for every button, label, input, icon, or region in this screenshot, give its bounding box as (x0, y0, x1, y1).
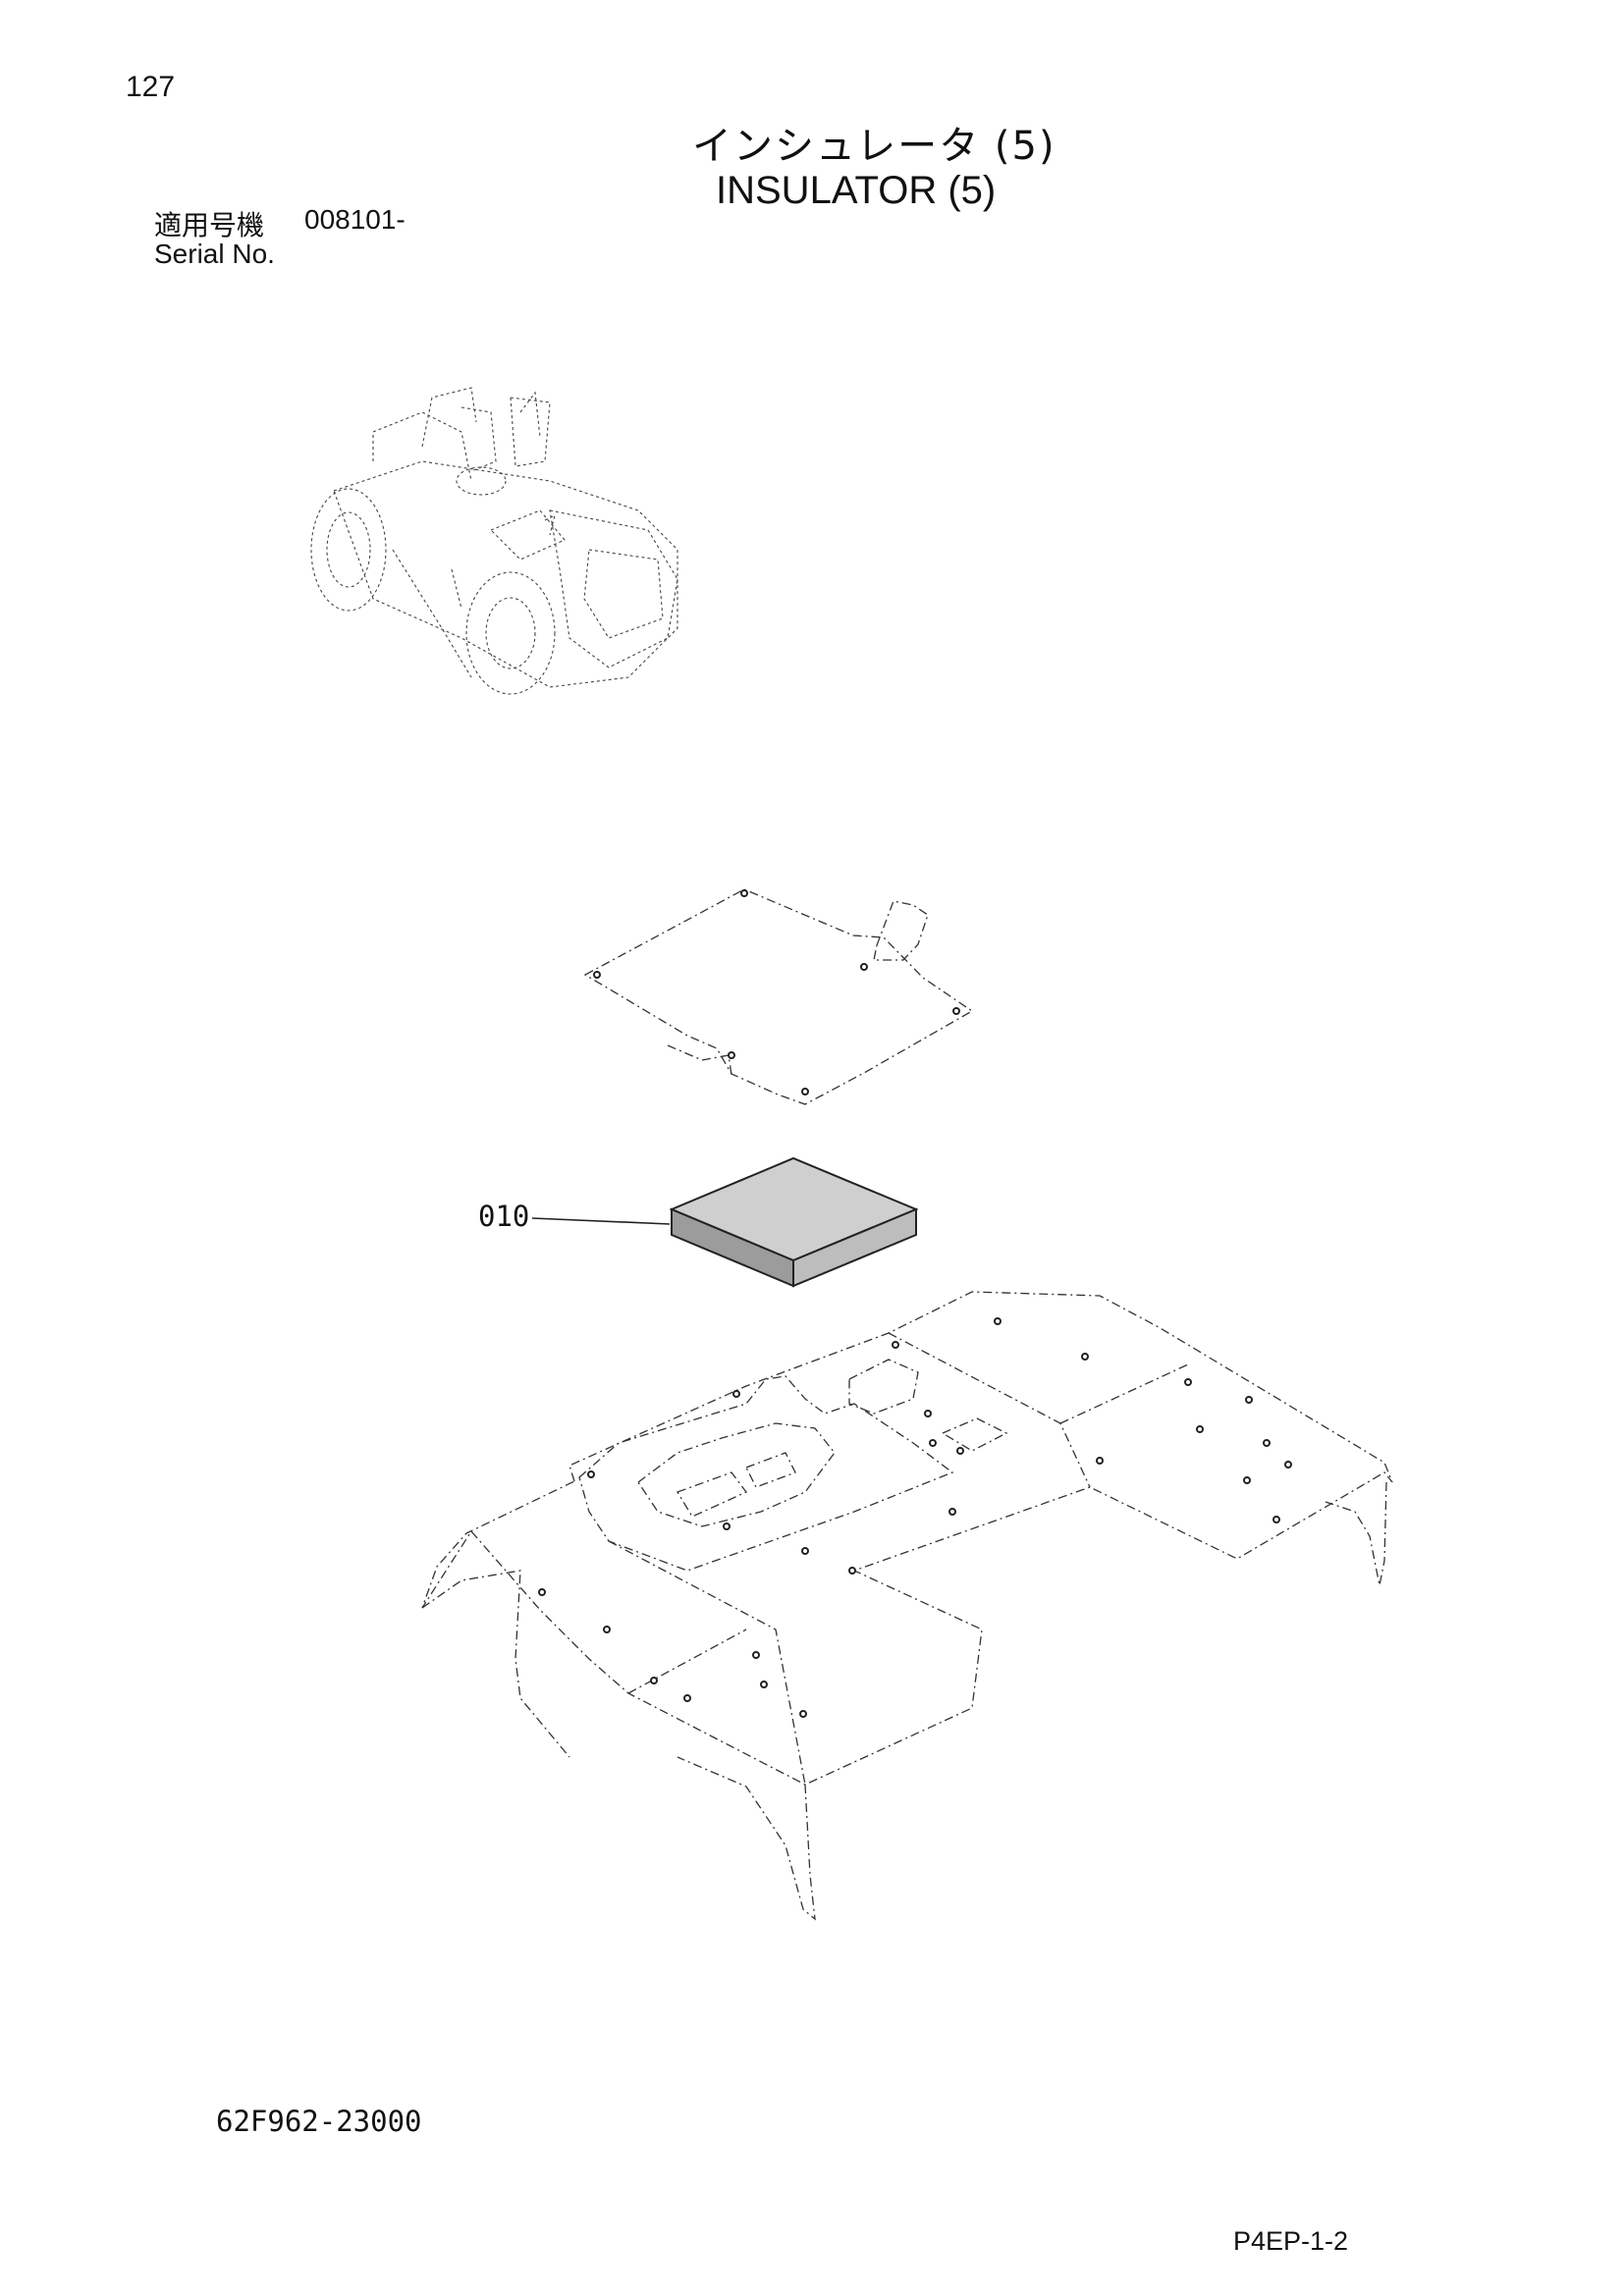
callout-label-010: 010 (478, 1200, 530, 1233)
serial-label-japanese: 適用号機 (154, 209, 265, 241)
lower-floor-frame (421, 1291, 1393, 1921)
title-japanese: インシュレータ (5) (692, 124, 1056, 169)
machine-overview-illustration (310, 387, 678, 695)
drawing-part-code: 62F962-23000 (216, 2105, 422, 2138)
callout-leader-010 (531, 1217, 671, 1225)
serial-label-english: Serial No. (154, 239, 275, 269)
title-english: INSULATOR (5) (716, 169, 997, 212)
serial-number-value: 008101- (304, 204, 406, 235)
page-code: P4EP-1-2 (1233, 2226, 1349, 2256)
upper-floor-plate (583, 888, 974, 1105)
insulator-pad-010 (669, 1156, 919, 1288)
page-number: 127 (126, 71, 176, 103)
